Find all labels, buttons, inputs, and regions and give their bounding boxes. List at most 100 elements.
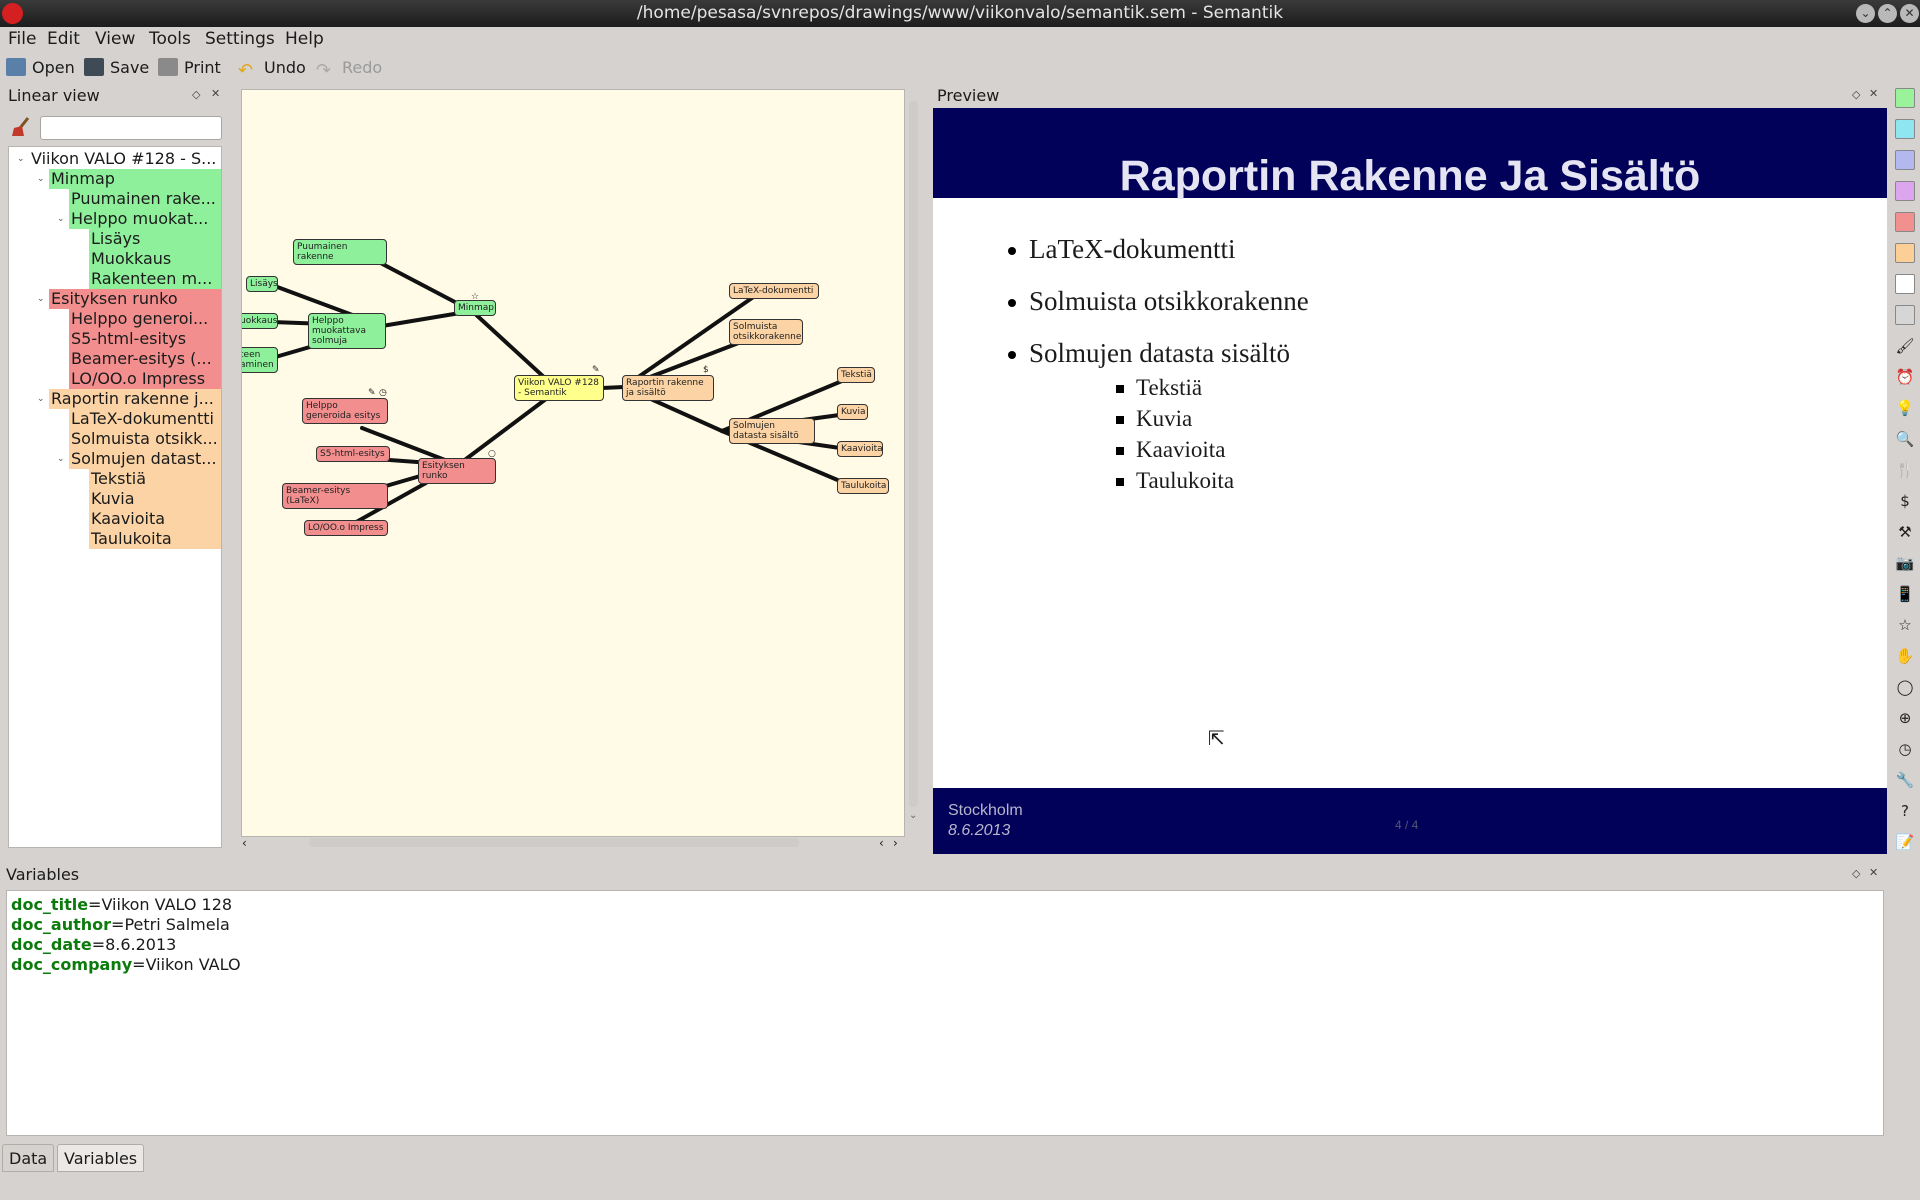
menu-view[interactable]: View (95, 29, 136, 49)
mindmap-node-solmuista[interactable]: Solmuista otsikkorakenne (729, 319, 803, 345)
dollar-icon[interactable]: $ (1900, 492, 1910, 510)
mindmap-node-helppo-generoida[interactable]: Helppo generoida esitys (302, 398, 388, 424)
maximize-icon[interactable]: ⌃ (1878, 4, 1897, 23)
brush-icon[interactable]: 🖌 (1895, 337, 1915, 355)
tree-item[interactable]: Taulukoita (89, 529, 221, 549)
tree-filter-input[interactable] (40, 116, 222, 140)
tab-variables[interactable]: Variables (57, 1144, 145, 1172)
mindmap-horizontal-scrollbar[interactable] (309, 838, 799, 847)
variables-editor[interactable]: doc_title=Viikon VALO 128 doc_author=Pet… (6, 890, 1884, 1136)
menu-settings[interactable]: Settings (205, 29, 275, 49)
mindmap-vertical-scrollbar[interactable] (909, 101, 918, 807)
mindmap-node-solmujen[interactable]: Solmujen datasta sisältö (729, 418, 815, 444)
tree-item[interactable]: LO/OO.o Impress (69, 369, 221, 389)
print-button[interactable]: Print (158, 56, 221, 80)
color-swatch-1[interactable] (1895, 88, 1915, 108)
tree-item[interactable]: Tekstiä (89, 469, 221, 489)
minimize-icon[interactable]: ⌄ (1856, 4, 1875, 23)
tree-item[interactable]: Minmap (49, 169, 221, 189)
clock-icon[interactable]: ◷ (1898, 740, 1912, 758)
color-swatch-5[interactable] (1895, 212, 1915, 232)
scroll-left-icon[interactable]: ‹ (242, 836, 247, 850)
target-icon[interactable]: ⊕ (1898, 709, 1912, 727)
preview-close-icon[interactable]: ✕ (1869, 87, 1879, 100)
expand-icon[interactable]: ⌄ (17, 154, 25, 164)
menu-help[interactable]: Help (285, 29, 324, 49)
preview-float-icon[interactable]: ◇ (1852, 88, 1861, 101)
color-swatch-6[interactable] (1895, 243, 1915, 263)
lasso-icon[interactable]: ◯ (1896, 678, 1914, 696)
gavel-icon[interactable]: ⚒ (1898, 523, 1912, 541)
expand-icon[interactable]: ⌄ (57, 454, 65, 464)
camera-icon[interactable]: 📷 (1895, 554, 1915, 572)
tree-item[interactable]: Esityksen runko (49, 289, 221, 309)
expand-icon[interactable]: ⌄ (37, 174, 45, 184)
expand-icon[interactable]: ⌄ (37, 394, 45, 404)
color-swatch-7[interactable] (1895, 274, 1915, 294)
tree-item[interactable]: Beamer-esitys (... (69, 349, 221, 369)
scroll-down-icon[interactable]: ⌄ (909, 810, 918, 821)
tree-item[interactable]: Kaavioita (89, 509, 221, 529)
float-icon[interactable]: ◇ (192, 88, 201, 101)
menu-edit[interactable]: Edit (47, 29, 80, 49)
question-icon[interactable]: ? (1901, 802, 1909, 820)
alarm-icon[interactable]: ⏰ (1895, 368, 1915, 386)
close-dock-icon[interactable]: ✕ (211, 87, 221, 100)
mindmap-node-esityksen[interactable]: Esityksen runko (418, 458, 496, 484)
scroll-right-icon[interactable]: › (893, 836, 898, 850)
mindmap-node-taulukoita[interactable]: Taulukoita (837, 478, 889, 494)
mindmap-node-rakenteen[interactable]: teen aminen (242, 347, 278, 373)
color-swatch-3[interactable] (1895, 150, 1915, 170)
color-swatch-8[interactable] (1895, 305, 1915, 325)
mindmap-node-lisays[interactable]: Lisäys (246, 276, 278, 292)
tree-item[interactable]: Viikon VALO #128 - S... (29, 149, 221, 169)
open-button[interactable]: Open (6, 56, 75, 80)
tree-item[interactable]: Helppo generoi... (69, 309, 221, 329)
tree-item[interactable]: Helppo muokat... (69, 209, 221, 229)
hand-icon[interactable]: ✋ (1895, 647, 1915, 665)
tree-item[interactable]: Puumainen rake... (69, 189, 221, 209)
color-swatch-2[interactable] (1895, 119, 1915, 139)
scroll-left-icon-2[interactable]: ‹ (879, 836, 884, 850)
mindmap-node-kaavioita[interactable]: Kaavioita (837, 441, 883, 457)
tools-icon[interactable]: 🍴 (1895, 461, 1915, 479)
undo-button[interactable]: ↶Undo (238, 56, 306, 80)
search-icon[interactable]: 🔍 (1895, 430, 1915, 448)
tree-item[interactable]: Raportin rakenne j... (49, 389, 221, 409)
tree-item[interactable]: LaTeX-dokumentti (69, 409, 221, 429)
mindmap-node-puumainen[interactable]: Puumainen rakenne (293, 239, 387, 265)
variables-float-icon[interactable]: ◇ (1852, 867, 1861, 880)
mindmap-node-muokkaus[interactable]: uokkaus (242, 313, 278, 329)
tree-item[interactable]: Lisäys (89, 229, 221, 249)
variables-close-icon[interactable]: ✕ (1869, 866, 1879, 879)
expand-icon[interactable]: ⌄ (37, 294, 45, 304)
menu-tools[interactable]: Tools (149, 29, 191, 49)
mindmap-node-raportin[interactable]: Raportin rakenne ja sisältö (622, 375, 714, 401)
mindmap-canvas[interactable]: ☆ ✎ ◷ ○ ✎ $ Puumainen rakenne Lisäys uok… (241, 89, 905, 837)
redo-button[interactable]: ↷Redo (316, 56, 382, 80)
close-icon[interactable]: ✕ (1900, 4, 1919, 23)
tree-item[interactable]: Rakenteen m... (89, 269, 221, 289)
mindmap-node-lo[interactable]: LO/OO.o Impress (304, 520, 388, 536)
mindmap-node-kuvia[interactable]: Kuvia (837, 404, 868, 420)
tree-item[interactable]: Solmuista otsikk... (69, 429, 221, 449)
tree-item[interactable]: Solmujen datast... (69, 449, 221, 469)
tree-item[interactable]: S5-html-esitys (69, 329, 221, 349)
mindmap-node-minmap[interactable]: Minmap (454, 300, 496, 316)
phone-icon[interactable]: 📱 (1895, 585, 1915, 603)
star-icon[interactable]: ☆ (1898, 616, 1912, 634)
save-button[interactable]: Save (84, 56, 149, 80)
bulb-icon[interactable]: 💡 (1895, 399, 1915, 417)
app-icon[interactable] (2, 3, 23, 24)
mindmap-node-root[interactable]: Viikon VALO #128 - Semantik (514, 375, 604, 401)
wrench-icon[interactable]: 🔧 (1895, 771, 1915, 789)
mindmap-node-latex[interactable]: LaTeX-dokumentti (729, 283, 819, 299)
notes-icon[interactable]: 📝 (1895, 833, 1915, 851)
menu-file[interactable]: File (8, 29, 37, 49)
broom-icon[interactable] (10, 116, 34, 138)
tree-item[interactable]: Muokkaus (89, 249, 221, 269)
mindmap-node-beamer[interactable]: Beamer-esitys (LaTeX) (282, 483, 388, 509)
mindmap-node-helppo-muokattava[interactable]: Helppo muokattava solmuja (308, 313, 386, 349)
tab-data[interactable]: Data (2, 1144, 55, 1172)
tree-item[interactable]: Kuvia (89, 489, 221, 509)
